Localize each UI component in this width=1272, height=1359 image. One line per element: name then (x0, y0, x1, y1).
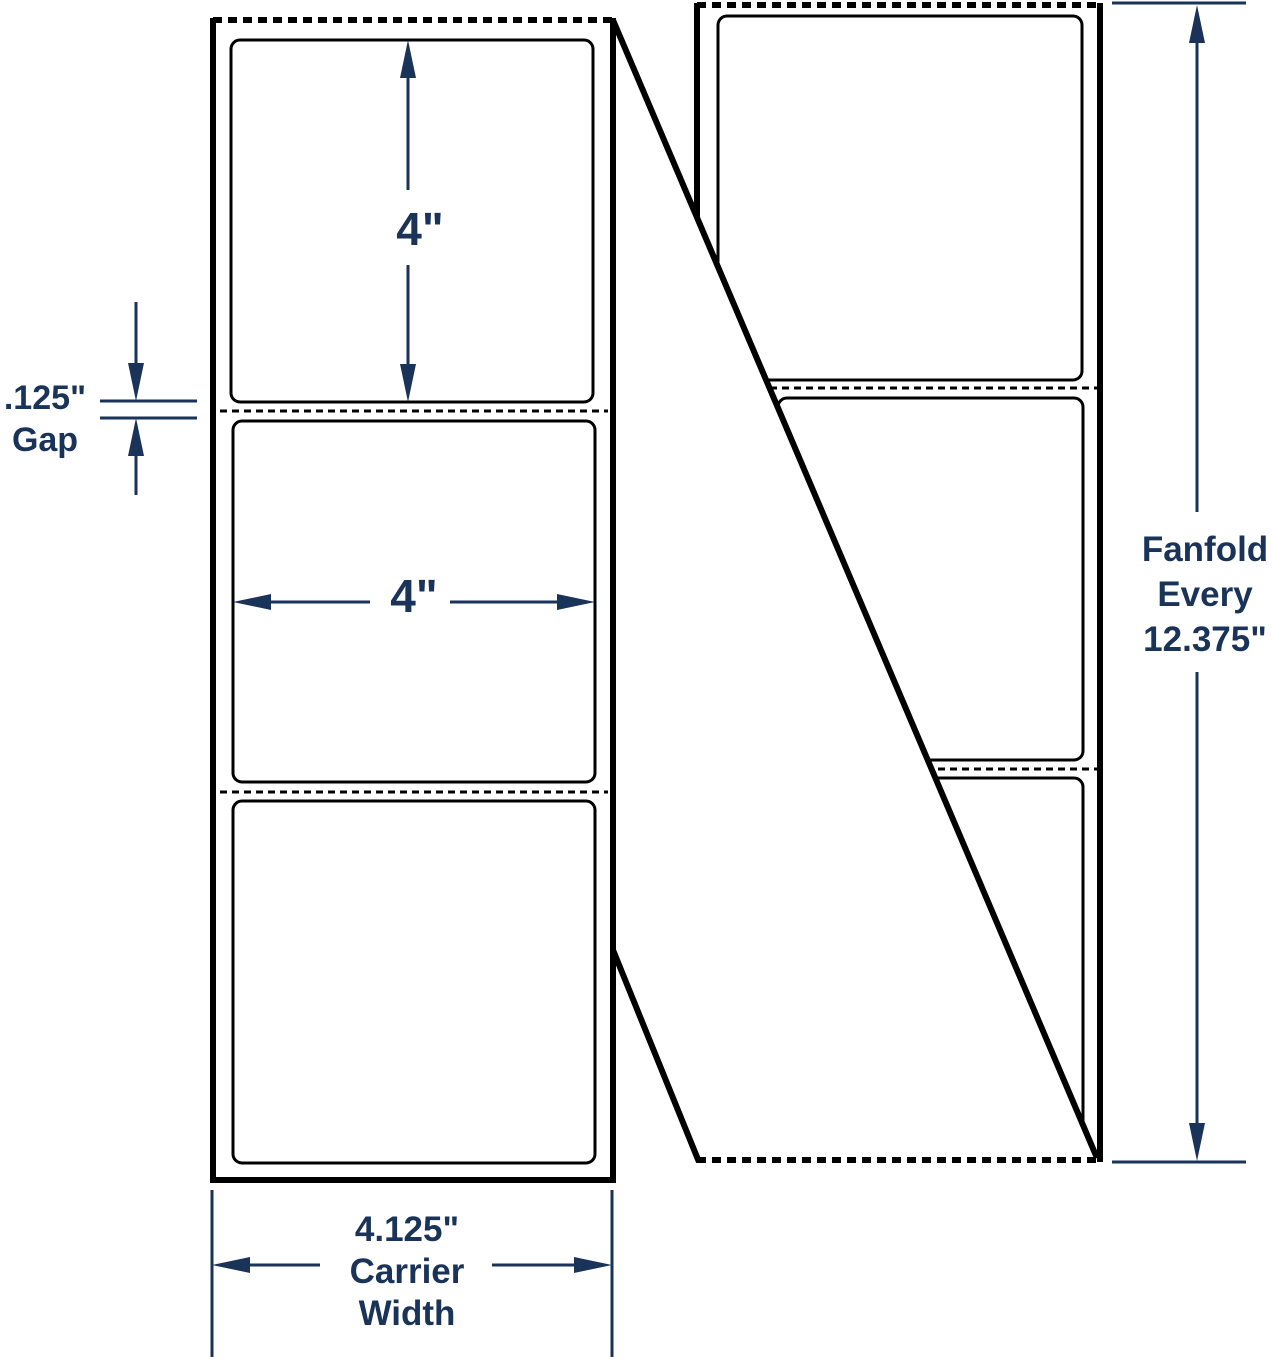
label-height-text: 4" (396, 203, 443, 255)
carrier-width-dimension: 4.125" Carrier Width (210, 1190, 614, 1357)
label-width-dimension: 4" (233, 570, 595, 622)
carrier-word1-text: Carrier (350, 1252, 465, 1291)
fold-mask (613, 0, 1095, 1359)
fanfold-value-text: 12.375" (1143, 620, 1267, 659)
carrier-word2-text: Width (359, 1294, 456, 1333)
label-height-dimension: 4" (396, 40, 444, 402)
gap-word-text: Gap (12, 421, 78, 459)
fanfold-word1-text: Fanfold (1142, 530, 1268, 569)
left-label-1 (229, 38, 595, 404)
fanfold-word2-text: Every (1157, 575, 1253, 614)
carrier-value-text: 4.125" (355, 1210, 459, 1249)
left-label-3 (231, 799, 597, 1165)
gap-dimension: .125" Gap (4, 302, 197, 495)
left-label-2 (231, 419, 597, 784)
label-width-text: 4" (390, 570, 437, 622)
gap-value-text: .125" (4, 379, 86, 417)
left-carrier (210, 17, 616, 1183)
right-label-1 (716, 14, 1084, 382)
fanfold-dimension: Fanfold Every 12.375" (1112, 1, 1268, 1164)
right-outline (610, 2, 1103, 1164)
